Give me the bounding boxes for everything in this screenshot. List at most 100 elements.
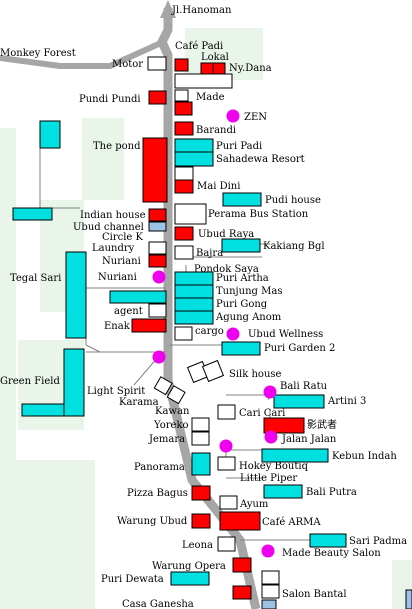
building-puri-gong xyxy=(174,297,214,312)
label-laundry: Laundry xyxy=(92,243,135,254)
building-ubud-raya xyxy=(174,226,194,241)
label-hokey: Hokey Boutiq xyxy=(239,461,309,472)
label-barandi: Barandi xyxy=(196,125,236,136)
building-barandi xyxy=(174,121,194,136)
building-ny-dana xyxy=(212,62,226,76)
building-east-edge xyxy=(405,589,412,609)
label-yoreko: Yoreko xyxy=(153,420,189,431)
building-motor xyxy=(147,56,167,71)
label-lokal: Lokal xyxy=(201,52,229,63)
label-puri-gong: Puri Gong xyxy=(216,299,268,310)
building-salon-bantal xyxy=(261,584,280,599)
label-circle-k: Circle K xyxy=(102,232,144,243)
building-agung-anom xyxy=(174,310,214,325)
label-silk-house: Silk house xyxy=(229,369,282,380)
magenta-points xyxy=(152,109,278,558)
label-casa-ganesha: Casa Ganesha xyxy=(122,599,194,609)
label-nuriani-1: Nuriani xyxy=(102,256,141,267)
label-panorama: Panorama xyxy=(134,462,185,473)
label-kebun-indah: Kebun Indah xyxy=(332,451,397,462)
building-tegal-sari-top xyxy=(39,120,61,149)
building-nuriani xyxy=(148,254,167,268)
label-enak: Enak xyxy=(104,321,131,332)
label-pizza-bagus: Pizza Bagus xyxy=(127,488,188,499)
building-tegal-sari xyxy=(65,251,87,339)
building-cari-cari xyxy=(217,404,236,420)
label-ubud-wellness: Ubud Wellness xyxy=(248,329,323,340)
label-jemara: Jemara xyxy=(148,434,185,445)
label-tegal-sari: Tegal Sari xyxy=(10,273,61,284)
label-green-field: Green Field xyxy=(0,376,60,387)
building-karama-a xyxy=(153,376,173,396)
label-ubud-raya: Ubud Raya xyxy=(198,229,254,240)
building-puri-garden xyxy=(221,341,261,356)
building-tegal-sari-bar xyxy=(12,207,53,221)
label-kakiang: Kakiang Bgl xyxy=(263,241,325,252)
poi-made-beauty xyxy=(261,544,275,558)
building-silk-house-b xyxy=(201,359,225,383)
building-pizza-bagus xyxy=(191,485,211,501)
label-ubud-channel: Ubud channel xyxy=(73,222,144,233)
label-sahadewa: Sahadewa Resort xyxy=(216,154,305,165)
poi-light-spirit xyxy=(152,350,166,364)
label-cafe-arma: Café ARMA xyxy=(262,517,321,528)
label-bajra: Bajra xyxy=(196,248,223,259)
red-buildings xyxy=(131,58,305,600)
building-agent-bar xyxy=(109,290,167,304)
label-jalan-jalan: Jalan Jalan xyxy=(281,434,337,445)
building-cafe-arma xyxy=(219,511,261,531)
label-puri-artha: Puri Artha xyxy=(216,273,269,284)
building-artini xyxy=(273,394,325,409)
building-ayum xyxy=(219,495,238,510)
label-sari-padma: Sari Padma xyxy=(349,536,407,547)
road-label-hanoman: Jl.Hanoman xyxy=(171,5,232,16)
building-enak xyxy=(131,318,167,333)
label-tunjung-mas: Tunjung Mas xyxy=(216,286,282,297)
label-cargo: cargo xyxy=(195,326,224,337)
label-puri-dewata: Puri Dewata xyxy=(101,574,164,585)
poi-ubud-wellness xyxy=(226,327,240,341)
label-little-piper: Little Piper xyxy=(240,473,297,484)
building-lokal-base xyxy=(174,73,233,89)
building-perama xyxy=(174,203,207,225)
building-cafe-padi xyxy=(174,58,189,72)
building-circle-k xyxy=(148,241,167,255)
building-green-field-b xyxy=(21,403,65,417)
label-nuriani-2: Nuriani xyxy=(98,272,137,283)
green-area-bottom xyxy=(0,460,95,609)
label-pondok-saya: Pondok Saya xyxy=(194,264,259,275)
white-buildings xyxy=(147,56,280,599)
poi-zen xyxy=(226,109,240,123)
building-puri-dewata xyxy=(170,571,210,586)
label-light-spirit: Light Spirit xyxy=(87,386,145,397)
building-green-field-a xyxy=(63,348,85,417)
label-perama: Perama Bus Station xyxy=(208,209,309,220)
building-salon-white xyxy=(261,570,280,585)
label-mai-dini: Mai Dini xyxy=(197,181,240,192)
label-the-pond: The pond xyxy=(93,141,141,152)
light-blue-buildings xyxy=(148,221,412,609)
green-area-pond xyxy=(82,118,124,200)
label-motor: Motor xyxy=(112,59,143,70)
label-made: Made xyxy=(196,92,225,103)
building-kakiang xyxy=(221,238,261,253)
cyan-buildings xyxy=(12,120,347,586)
label-cafe-padi: Café Padi xyxy=(175,41,223,52)
building-jemara xyxy=(191,431,210,446)
label-pundi-pundi: Pundi Pundi xyxy=(79,94,141,105)
building-panorama xyxy=(191,452,211,476)
label-puri-padi: Puri Padi xyxy=(216,141,262,152)
building-bajra xyxy=(174,245,194,260)
road-label-monkey-forest: Monkey Forest xyxy=(0,48,76,59)
north-arrow-icon xyxy=(160,0,176,18)
label-leona: Leona xyxy=(182,540,213,551)
poi-jalan-jalan xyxy=(264,430,278,444)
label-agent: agent xyxy=(114,306,143,317)
building-ubud-channel xyxy=(148,221,167,232)
building-made xyxy=(174,101,193,116)
poi-nuriani xyxy=(152,270,166,284)
label-warung-opera: Warung Opera xyxy=(152,561,226,572)
label-agung-anom: Agung Anom xyxy=(215,312,282,323)
building-kebun-indah xyxy=(261,448,329,463)
label-kawan: Kawan xyxy=(155,406,190,417)
